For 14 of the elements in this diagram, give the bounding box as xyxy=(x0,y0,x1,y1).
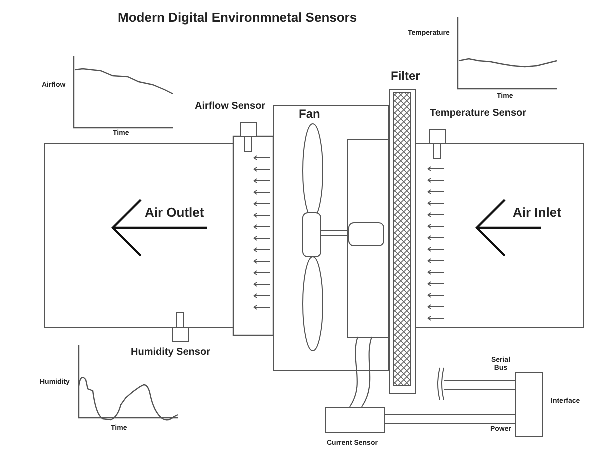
cable xyxy=(384,414,516,425)
duct-label: Air Outlet xyxy=(145,206,204,220)
title: Modern Digital Environmnetal Sensors xyxy=(118,11,358,26)
fan-label: Fan xyxy=(299,108,320,122)
fan-housing xyxy=(273,105,389,371)
filter-label: Filter xyxy=(391,70,420,84)
duct xyxy=(44,143,234,328)
sensor-label: Temperature Sensor xyxy=(430,108,527,119)
sensor-label: Airflow Sensor xyxy=(195,101,266,112)
duct-label: Air Inlet xyxy=(513,206,562,220)
cable xyxy=(443,380,516,391)
sensor-label: Humidity Sensor xyxy=(131,347,210,358)
box xyxy=(347,139,389,338)
cable xyxy=(349,336,373,408)
